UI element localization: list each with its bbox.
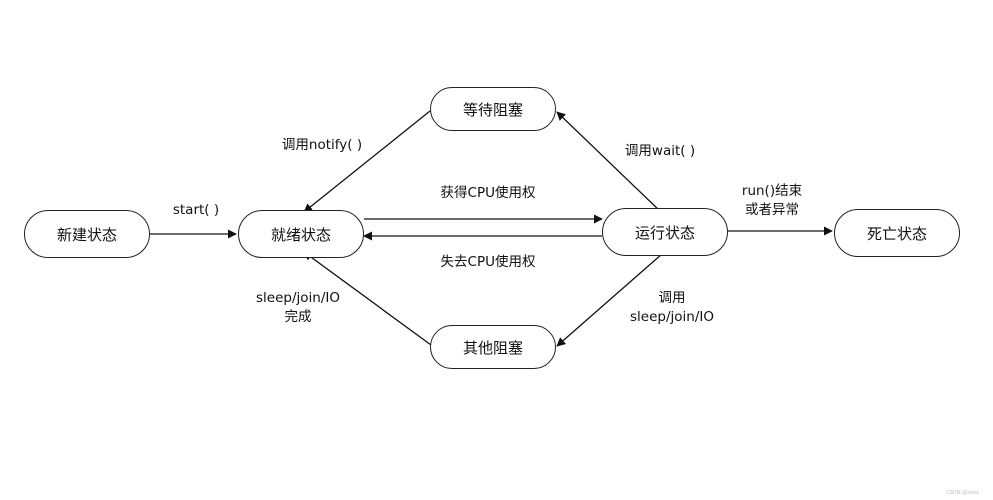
label-run-end: run()结束 或者异常 xyxy=(742,182,802,220)
label-lose-cpu: 失去CPU使用权 xyxy=(440,254,536,270)
label-sleep-done: sleep/join/IO 完成 xyxy=(256,289,340,327)
label-call-sleep: 调用 sleep/join/IO xyxy=(630,289,714,327)
label-wait: 调用wait( ) xyxy=(624,143,696,159)
label-start: start( ) xyxy=(172,202,220,218)
label-get-cpu: 获得CPU使用权 xyxy=(440,185,536,201)
node-waiting: 等待阻塞 xyxy=(430,87,556,131)
label-run-end-line2: 或者异常 xyxy=(744,202,799,218)
edge-running-to-other-blocked xyxy=(556,253,663,347)
label-run-end-line1: run()结束 xyxy=(741,183,803,199)
node-new: 新建状态 xyxy=(24,210,150,258)
label-sleep-done-line2: 完成 xyxy=(284,309,312,325)
node-running: 运行状态 xyxy=(602,208,728,256)
label-notify: 调用notify( ) xyxy=(281,137,363,153)
edge-other-blocked-to-ready xyxy=(303,251,432,346)
watermark: CSDN @xxxx xyxy=(946,490,979,496)
label-sleep-done-line1: sleep/join/IO xyxy=(256,290,340,306)
edge-running-to-waiting xyxy=(556,111,663,214)
node-dead: 死亡状态 xyxy=(834,209,960,257)
node-ready: 就绪状态 xyxy=(238,210,364,258)
node-other-blocked: 其他阻塞 xyxy=(430,325,556,369)
edge-waiting-to-ready xyxy=(303,110,431,213)
label-call-sleep-line2: sleep/join/IO xyxy=(630,309,714,325)
label-call-sleep-line1: 调用 xyxy=(658,290,686,306)
